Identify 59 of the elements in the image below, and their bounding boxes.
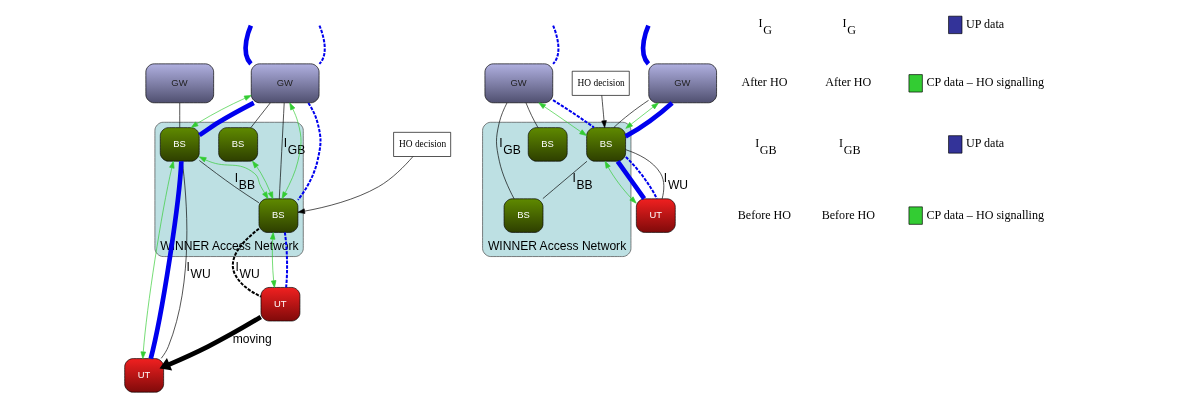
connector xyxy=(199,160,260,204)
connector xyxy=(624,101,674,139)
label: After HO xyxy=(741,75,788,90)
arrow xyxy=(604,160,637,204)
connector xyxy=(160,160,188,359)
arrow xyxy=(601,95,607,128)
arrow xyxy=(190,95,252,128)
connector xyxy=(615,159,647,200)
connector xyxy=(198,100,255,138)
node-box: BS xyxy=(586,127,626,162)
connector xyxy=(250,102,271,128)
connector xyxy=(231,228,262,298)
label: Before HO xyxy=(821,207,875,222)
connector xyxy=(278,102,285,200)
node-box: BS xyxy=(218,127,258,162)
node-box: UT xyxy=(124,358,164,393)
connector xyxy=(243,24,254,66)
arrow xyxy=(270,232,277,288)
arrow xyxy=(281,102,302,200)
edge-label: moving xyxy=(232,331,272,346)
legend-label: CP data – HO signalling xyxy=(926,207,1045,222)
arrow xyxy=(538,102,587,136)
label: After HO xyxy=(825,75,872,90)
node-box: HO decision xyxy=(571,70,630,96)
node-box: BS xyxy=(503,198,544,233)
node-box: GW xyxy=(648,63,717,104)
connector xyxy=(525,102,539,128)
connector xyxy=(496,102,515,199)
node-box: UT xyxy=(636,198,676,233)
connector xyxy=(542,160,588,199)
legend-label: UP data xyxy=(966,16,1005,31)
connector xyxy=(297,102,322,201)
node-box: BS xyxy=(258,198,299,233)
legend-label: UP data xyxy=(966,136,1005,151)
legend-label: CP data – HO signalling xyxy=(926,75,1045,90)
connector xyxy=(179,102,181,128)
node-box: BS xyxy=(159,127,200,162)
node-box: BS xyxy=(527,127,568,162)
arrow xyxy=(140,160,175,359)
arrow xyxy=(159,314,262,371)
connector xyxy=(552,99,595,129)
label: Before HO xyxy=(737,207,792,222)
node-box: UT xyxy=(260,287,301,322)
connector xyxy=(640,24,651,66)
arrow xyxy=(252,160,274,200)
connector xyxy=(283,232,289,288)
node-box: GW xyxy=(250,63,320,104)
node-box: GW xyxy=(145,63,214,104)
connector xyxy=(318,25,326,65)
connector xyxy=(625,149,665,199)
arrow xyxy=(297,156,414,214)
connector xyxy=(613,100,649,128)
connector xyxy=(552,25,560,65)
arrow xyxy=(198,156,269,199)
arrow xyxy=(625,102,659,129)
node-box: GW xyxy=(484,63,554,104)
connector xyxy=(148,161,184,360)
connector xyxy=(625,156,658,199)
node-box: HO decision xyxy=(393,132,451,157)
